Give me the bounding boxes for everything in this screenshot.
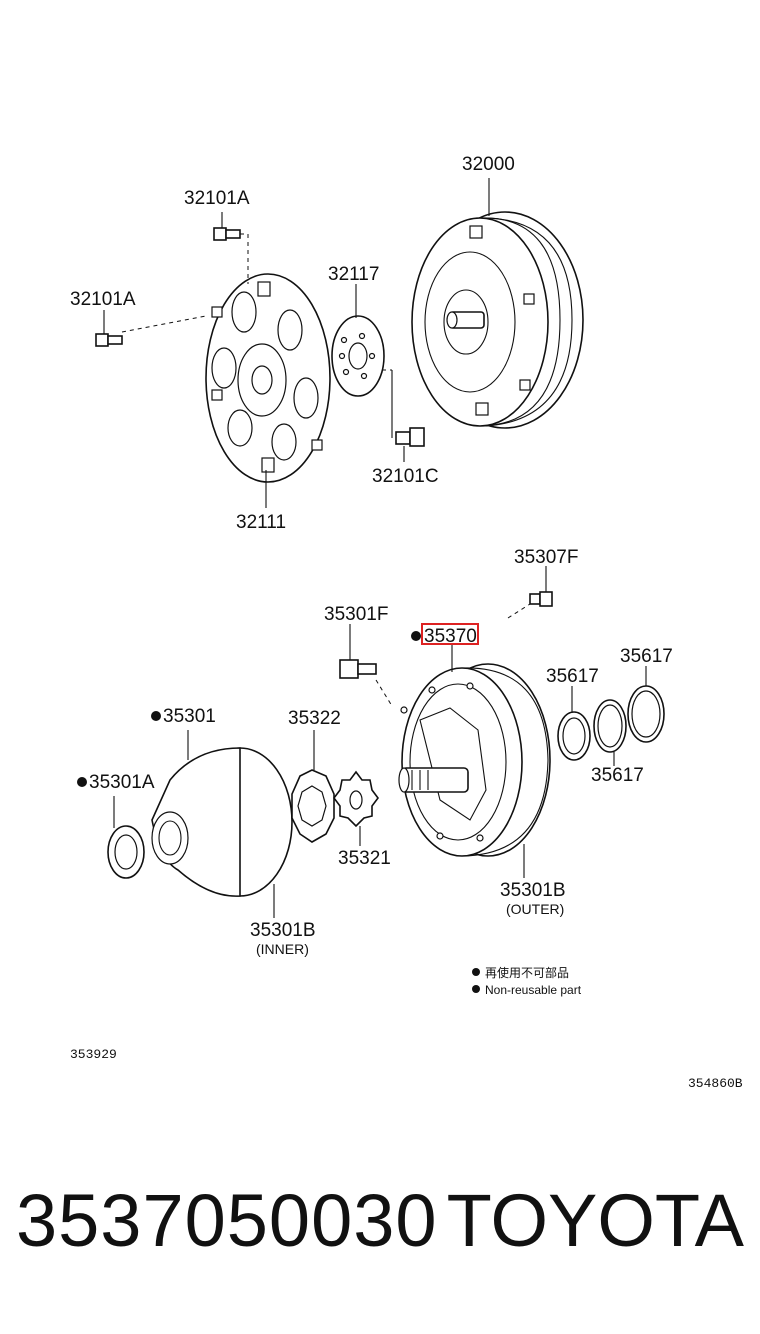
label-32101C: 32101C: [372, 466, 439, 487]
o-rings-35617: [557, 666, 665, 766]
label-35301A-group: 35301A: [77, 772, 155, 793]
label-35617-b: 35617: [620, 646, 673, 667]
part-number: 3537050030: [16, 1179, 438, 1262]
label-35301-group: 35301: [151, 706, 216, 727]
bolt-32101A-left: [95, 310, 207, 347]
legend-dot-2: [472, 985, 480, 993]
diagram-code-right: 354860B: [688, 1076, 743, 1091]
label-35301F: 35301F: [324, 604, 388, 625]
label-32111: 32111: [236, 512, 286, 533]
bolt-32101C: [395, 427, 425, 462]
pump-cover-35301: [151, 730, 293, 897]
torque-converter-32000: [411, 178, 584, 429]
bolt-35301F: [339, 624, 393, 707]
diagram-code-left: 353929: [70, 1047, 117, 1062]
legend-dot-1: [472, 968, 480, 976]
label-35617-c: 35617: [591, 765, 644, 786]
highlight-box-35370: [421, 623, 479, 645]
spacer-32117: [331, 284, 393, 438]
drive-plate-32111: [205, 273, 331, 508]
label-32117: 32117: [328, 264, 379, 285]
oil-seal-35301A: [107, 796, 145, 879]
label-32000: 32000: [462, 154, 515, 175]
legend-line-2: Non-reusable part: [485, 983, 582, 997]
label-35301B-outer: 35301B: [500, 880, 566, 901]
label-32101A-left: 32101A: [70, 289, 136, 310]
legend-line-1: 再使用不可部品: [485, 965, 569, 980]
drive-gear-35321: [333, 770, 379, 846]
label-35370: 35370: [424, 626, 477, 647]
label-35301A: 35301A: [89, 772, 155, 793]
label-35370-group: 35370: [411, 623, 479, 647]
label-35321: 35321: [338, 848, 391, 869]
bolt-32101A-top: [213, 212, 249, 284]
label-35301B-inner: 35301B: [250, 920, 316, 941]
non-reusable-dot-35301A: [77, 777, 87, 787]
oil-pump-body-35370: [398, 644, 551, 857]
label-35322: 35322: [288, 708, 341, 729]
label-35617-a: 35617: [546, 666, 599, 687]
label-35307F: 35307F: [514, 547, 578, 568]
brand-name: TOYOTA: [446, 1179, 744, 1262]
label-35301: 35301: [163, 706, 216, 727]
non-reusable-dot-35301: [151, 711, 161, 721]
product-footer: 3537050030 TOYOTA: [0, 1178, 760, 1288]
bolt-35307F: [507, 566, 553, 619]
label-outer-note: (OUTER): [506, 901, 564, 917]
non-reusable-dot-35370: [411, 631, 421, 641]
driven-gear-35322: [291, 730, 335, 843]
legend: 再使用不可部品 Non-reusable part: [472, 965, 582, 997]
label-inner-note: (INNER): [256, 941, 309, 957]
label-32101A-top: 32101A: [184, 188, 250, 209]
